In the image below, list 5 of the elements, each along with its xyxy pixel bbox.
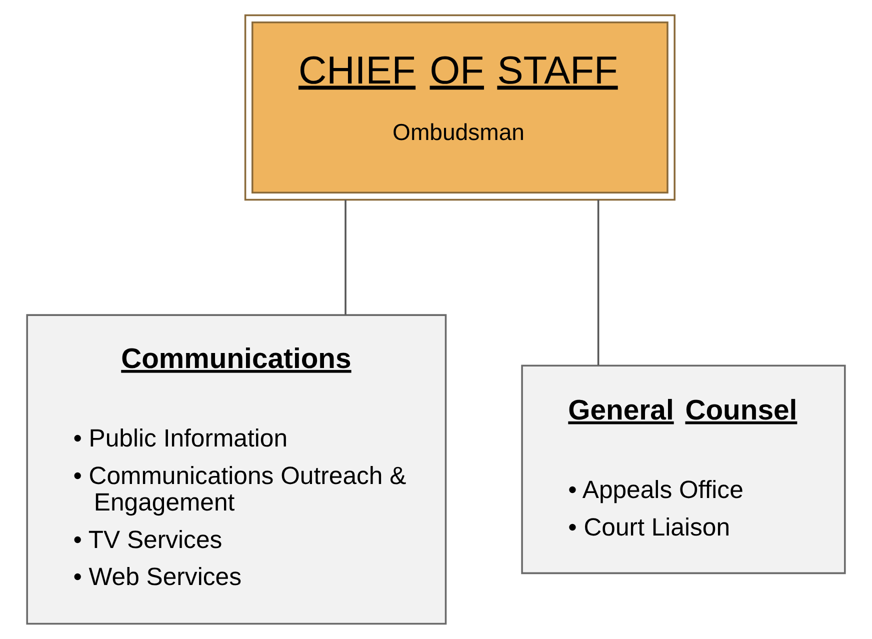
- node-box: Communications • Public Information • Communications Outreach & Engagement • TV Services • Web Services: [26, 314, 447, 625]
- node-box: CHIEF OF STAFF Ombudsman: [244, 14, 676, 201]
- connector: [344, 200, 346, 315]
- connector: [597, 200, 600, 366]
- node-box: General Counsel • Appeals Office • Court Liaison: [521, 364, 846, 574]
